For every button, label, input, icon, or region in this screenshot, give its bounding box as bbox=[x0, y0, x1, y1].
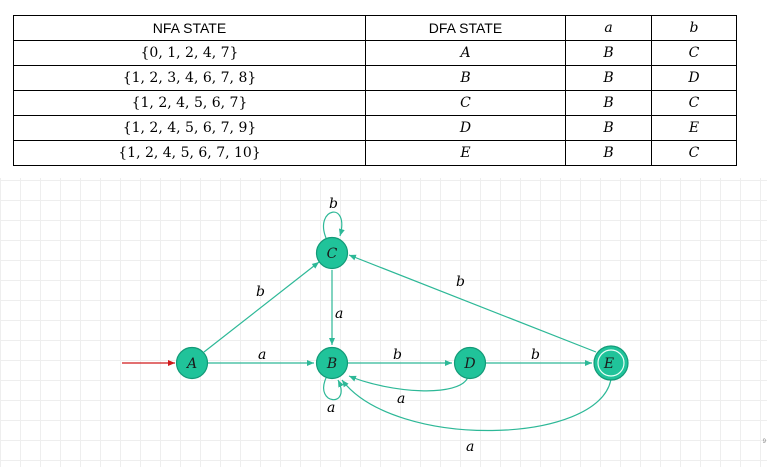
transition-table: NFA STATE DFA STATE a b {0, 1, 2, 4, 7} … bbox=[13, 15, 737, 166]
transition-a-cell: B bbox=[565, 90, 652, 116]
edge-label-b-self: a bbox=[327, 400, 335, 416]
dfa-state-cell: E bbox=[365, 140, 566, 166]
edge-label-d-to-b: a bbox=[397, 391, 405, 407]
node-d-label: D bbox=[463, 356, 475, 372]
table-row: {1, 2, 3, 4, 6, 7, 8} B B D bbox=[13, 65, 737, 91]
transition-a-cell: B bbox=[565, 115, 652, 141]
table-row: {1, 2, 4, 5, 6, 7} C B C bbox=[13, 90, 737, 116]
header-nfa-state: NFA STATE bbox=[13, 15, 366, 41]
edge-label-e-to-b: a bbox=[466, 439, 474, 455]
header-input-a: a bbox=[565, 15, 652, 41]
edge-label-b-to-d: b bbox=[393, 347, 402, 363]
transition-a-cell: B bbox=[565, 65, 652, 91]
edge-label-a-to-c: b bbox=[256, 284, 265, 300]
dfa-state-cell: D bbox=[365, 115, 566, 141]
edge-label-d-to-e: b bbox=[531, 347, 540, 363]
node-d: D bbox=[453, 346, 487, 380]
transition-a-cell: B bbox=[565, 40, 652, 66]
node-e-label: E bbox=[603, 356, 614, 372]
node-c: C bbox=[315, 236, 349, 270]
corner-mark: 9 bbox=[762, 439, 766, 445]
transition-b-cell: C bbox=[651, 90, 737, 116]
nfa-state-cell: {0, 1, 2, 4, 7} bbox=[13, 40, 366, 66]
table-row: {0, 1, 2, 4, 7} A B C bbox=[13, 40, 737, 66]
transition-b-cell: C bbox=[651, 140, 737, 166]
node-a: A bbox=[175, 346, 209, 380]
transition-b-cell: C bbox=[651, 40, 737, 66]
dfa-state-cell: A bbox=[365, 40, 566, 66]
table-header-row: NFA STATE DFA STATE a b bbox=[13, 15, 737, 41]
node-c-label: C bbox=[327, 246, 338, 262]
table-row: {1, 2, 4, 5, 6, 7, 9} D B E bbox=[13, 115, 737, 141]
node-e: E bbox=[593, 345, 629, 381]
edge-e-to-c bbox=[348, 254, 597, 353]
nfa-state-cell: {1, 2, 4, 5, 6, 7} bbox=[13, 90, 366, 116]
node-b: B bbox=[315, 346, 349, 380]
dfa-state-cell: B bbox=[365, 65, 566, 91]
edge-a-to-c bbox=[203, 261, 320, 353]
edge-d-to-b bbox=[348, 375, 469, 392]
table-row: {1, 2, 4, 5, 6, 7, 10} E B C bbox=[13, 140, 737, 166]
edge-label-a-to-b: a bbox=[258, 347, 266, 363]
edge-label-c-to-b: a bbox=[335, 306, 343, 322]
node-b-label: B bbox=[326, 356, 337, 372]
edge-label-e-to-c: b bbox=[456, 274, 465, 290]
node-e-accepting-ring bbox=[597, 349, 625, 377]
edge-c-self-loop bbox=[323, 211, 345, 239]
edge-label-c-self: b bbox=[329, 196, 338, 212]
nfa-state-cell: {1, 2, 4, 5, 6, 7, 10} bbox=[13, 140, 366, 166]
nfa-state-cell: {1, 2, 4, 5, 6, 7, 9} bbox=[13, 115, 366, 141]
header-input-b: b bbox=[651, 15, 737, 41]
edge-b-self-loop bbox=[323, 377, 344, 401]
node-a-label: A bbox=[185, 356, 197, 372]
edge-e-to-b bbox=[341, 378, 612, 432]
transition-a-cell: B bbox=[565, 140, 652, 166]
